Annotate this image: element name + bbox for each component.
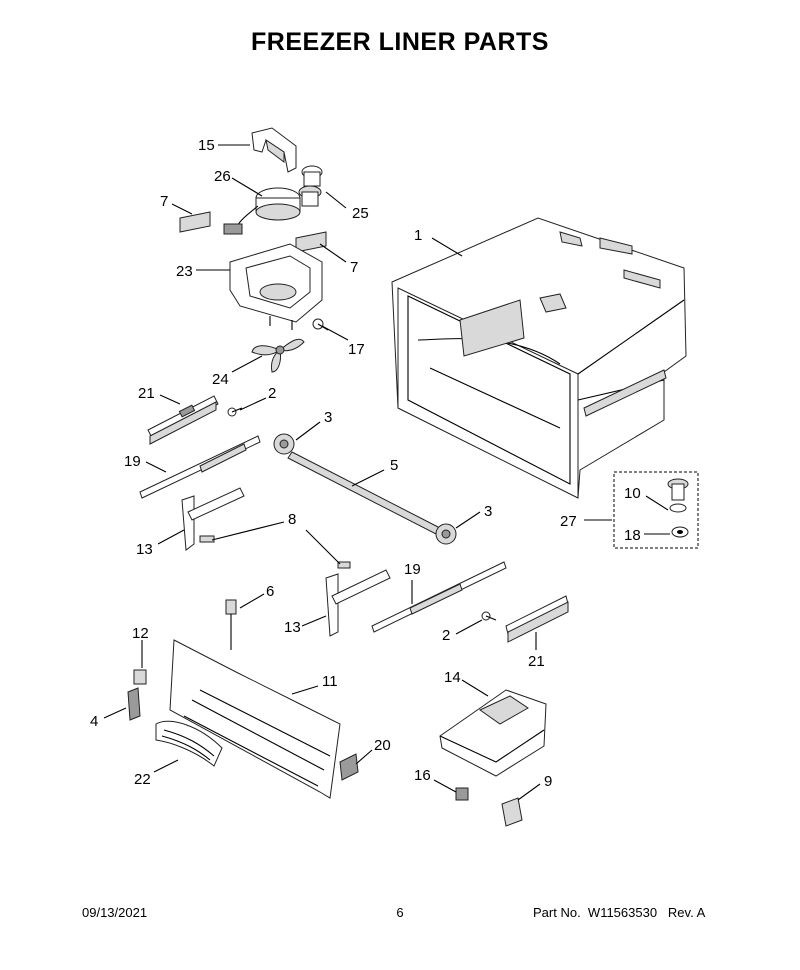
part-7-pads <box>179 211 327 253</box>
part-3-upper-gear <box>273 433 295 455</box>
callout-23: 23 <box>176 263 193 280</box>
callout-17: 17 <box>348 341 365 358</box>
part-10-valve <box>667 478 689 513</box>
part-21-lower-slide <box>505 595 569 643</box>
callout-5: 5 <box>390 457 398 474</box>
callout-3-lower: 3 <box>484 503 492 520</box>
callout-14: 14 <box>444 669 461 686</box>
callout-7-upper: 7 <box>160 193 168 210</box>
footer-page-number: 6 <box>396 905 404 920</box>
callout-15: 15 <box>198 137 215 154</box>
part-4-clip <box>127 687 141 721</box>
callout-labels: 15 26 25 7 7 23 1 17 24 21 2 3 19 5 10 2… <box>90 137 641 790</box>
callout-9: 9 <box>544 773 552 790</box>
part-2-upper-screw <box>227 407 243 417</box>
part-2-lower-screw <box>481 611 497 621</box>
revision: Rev. A <box>667 905 706 920</box>
callout-8: 8 <box>288 511 296 528</box>
callout-22: 22 <box>134 771 151 788</box>
part-no-label: Part No. <box>533 905 581 920</box>
footer-date: 09/13/2021 <box>82 905 148 920</box>
leader-lines <box>103 144 670 801</box>
part-15-bracket <box>251 127 297 173</box>
callout-19-lower: 19 <box>404 561 421 578</box>
part-21-upper-slide <box>147 395 219 445</box>
callout-13-lower: 13 <box>284 619 301 636</box>
callout-26: 26 <box>214 168 231 185</box>
part-no-value: W11563530 <box>587 905 658 920</box>
callout-1: 1 <box>414 227 422 244</box>
part-3-lower-gear <box>435 523 457 545</box>
part-23-fan-housing <box>229 243 323 330</box>
part-27-kit-box <box>613 471 699 549</box>
part-22-grille <box>155 720 223 767</box>
part-18-washer <box>671 526 689 538</box>
part-16-clip <box>455 787 469 801</box>
footer-part-info: Part No. W11563530 Rev. A <box>533 905 705 920</box>
part-6-probe <box>225 599 237 650</box>
part-12-fastener <box>133 669 147 685</box>
callout-2-lower: 2 <box>442 627 450 644</box>
part-11-panel <box>169 639 341 799</box>
callout-4: 4 <box>90 713 98 730</box>
callout-24: 24 <box>212 371 229 388</box>
callout-7-lower: 7 <box>350 259 358 276</box>
part-25-component <box>298 165 323 207</box>
callout-16: 16 <box>414 767 431 784</box>
callout-20: 20 <box>374 737 391 754</box>
page-title: FREEZER LINER PARTS <box>251 28 549 56</box>
part-20-strip <box>339 753 359 781</box>
callout-18: 18 <box>624 527 641 544</box>
part-5-rod <box>287 451 441 535</box>
callout-2-upper: 2 <box>268 385 276 402</box>
callout-25: 25 <box>352 205 369 222</box>
part-24-fan-blade <box>251 338 305 373</box>
part-26-fan-motor <box>223 187 301 235</box>
callout-3-upper: 3 <box>324 409 332 426</box>
callout-19-upper: 19 <box>124 453 141 470</box>
part-14-bin <box>439 689 547 777</box>
part-19-upper-rail <box>139 435 261 499</box>
callout-11: 11 <box>322 673 338 690</box>
callout-13-upper: 13 <box>136 541 153 558</box>
part-9-knob <box>501 797 523 827</box>
callout-21-upper: 21 <box>138 385 155 402</box>
callout-12: 12 <box>132 625 149 642</box>
callout-21-lower: 21 <box>528 653 545 670</box>
callout-6: 6 <box>266 583 274 600</box>
callout-10: 10 <box>624 485 641 502</box>
part-1-freezer-liner <box>391 217 687 499</box>
part-13-lower-bracket <box>325 569 391 637</box>
callout-27: 27 <box>560 513 577 530</box>
part-19-lower-rail <box>371 561 507 633</box>
part-13-upper-bracket <box>181 487 245 551</box>
